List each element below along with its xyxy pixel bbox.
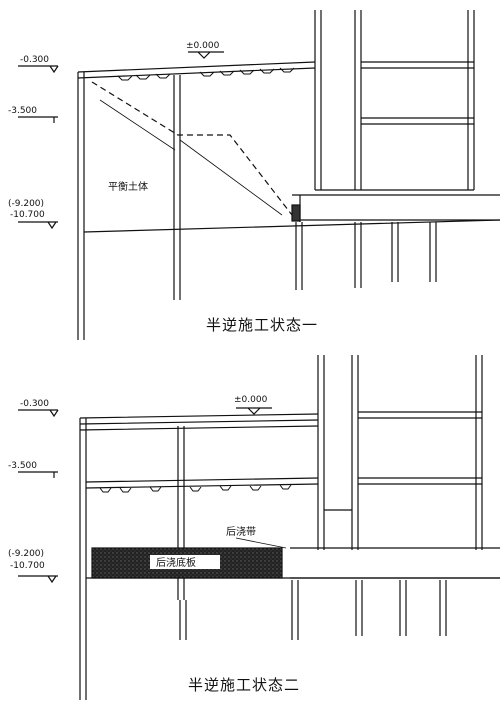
level-l3a-2: (-9.200) <box>8 549 44 559</box>
level-zero-1: ±0.000 <box>186 41 220 51</box>
retaining-wall-2 <box>79 418 87 700</box>
diagram-1 <box>18 10 500 340</box>
soil-label: 平衡土体 <box>108 180 148 193</box>
level-marker-m10700 <box>18 221 58 230</box>
level-marker-2-m3500 <box>18 471 58 478</box>
base-slab-1 <box>292 194 500 222</box>
stub-wall-1 <box>291 204 301 222</box>
post-slab-label: 后浇底板 <box>156 556 196 569</box>
soil-slope-hatch <box>99 99 283 216</box>
post-strip-label: 后浇带 <box>226 525 256 538</box>
post-strip-leader <box>235 537 287 549</box>
top-slab-1 <box>77 61 316 79</box>
mid-slab-2 <box>85 477 319 489</box>
base-slab-2 <box>290 547 500 579</box>
building-columns-1 <box>314 10 475 190</box>
level-marker-m0300 <box>18 65 59 74</box>
caption-1: 半逆施工状态一 <box>206 316 318 334</box>
level-l3b-1: -10.700 <box>10 210 45 220</box>
piles-1 <box>295 222 437 290</box>
slab-ribs-2 <box>99 484 292 493</box>
slab-ribs-1 <box>117 67 295 81</box>
level-l2-1: -3.500 <box>8 106 37 116</box>
retaining-wall-1 <box>77 72 85 340</box>
level-marker-m3500 <box>18 116 58 123</box>
level-marker-2-m10700 <box>18 575 58 584</box>
top-slab-2 <box>79 413 319 431</box>
excavation-bottom-1 <box>83 219 500 233</box>
piles-2 <box>179 580 447 640</box>
building-floors-2 <box>324 411 482 511</box>
interior-column-1 <box>173 75 181 300</box>
zero-marker-2 <box>236 407 272 415</box>
building-columns-2 <box>317 355 483 550</box>
building-floors-1 <box>315 61 474 191</box>
soil-slope-dashed <box>91 81 293 216</box>
level-marker-2-m0300 <box>18 409 59 418</box>
level-l2-2: -3.500 <box>8 461 37 471</box>
caption-2: 半逆施工状态二 <box>188 676 300 694</box>
zero-marker-1 <box>188 51 224 59</box>
level-l3a-1: (-9.200) <box>8 199 44 209</box>
diagram-2 <box>18 355 500 700</box>
level-l1-1: -0.300 <box>20 55 49 65</box>
level-zero-2: ±0.000 <box>234 395 268 405</box>
post-slab-label-bg <box>150 555 220 569</box>
level-l1-2: -0.300 <box>20 399 49 409</box>
level-l3b-2: -10.700 <box>10 561 45 571</box>
